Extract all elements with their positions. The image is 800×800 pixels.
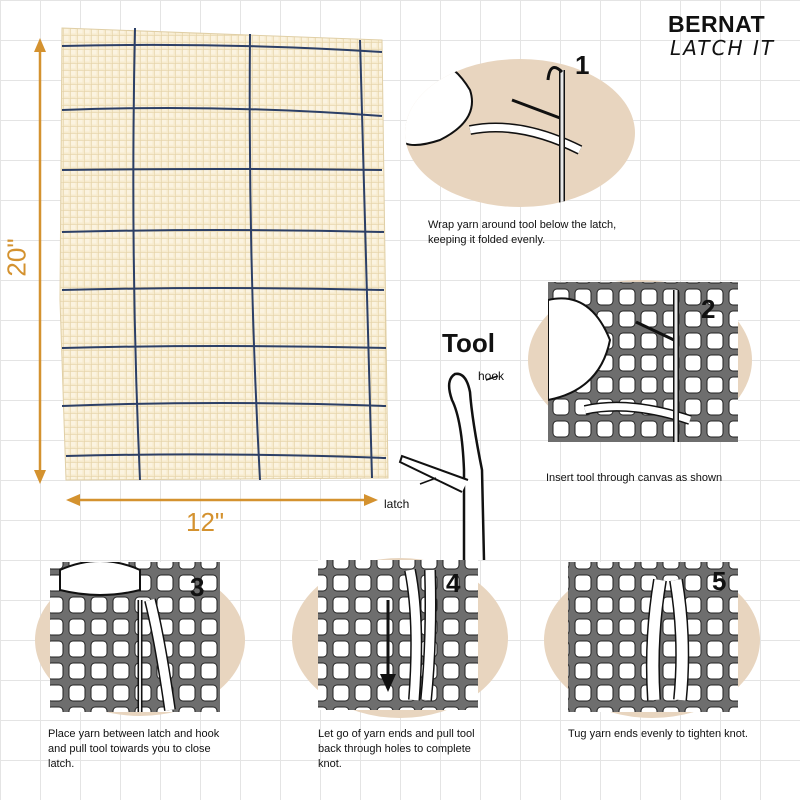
brand-name: BERNAT (668, 11, 766, 37)
latch-canvas-image (59, 27, 389, 481)
step-5-text: Tug yarn ends evenly to tighten knot. (568, 728, 748, 740)
step-4-illustration (292, 558, 508, 718)
tool-title: Tool (442, 328, 495, 358)
step-3-number: 3 (190, 572, 205, 602)
step-5-number: 5 (712, 566, 727, 596)
step-2-text: Insert tool through canvas as shown (546, 472, 723, 484)
step-5-illustration (544, 562, 760, 718)
step-1-number: 1 (575, 50, 590, 80)
step-3-text: Place yarn between latch and hook and pu… (48, 728, 220, 770)
height-label: 20" (1, 238, 32, 277)
width-dimension-arrow (66, 494, 378, 506)
step-3-illustration (35, 562, 245, 716)
hook-label: hook (478, 369, 505, 383)
step-4-number: 4 (446, 568, 461, 598)
canvas-stripes (61, 27, 387, 481)
brand-logo: BERNAT LATCH IT (668, 12, 792, 60)
step-4-text: Let go of yarn ends and pull tool back t… (318, 728, 475, 770)
tool-illustration (398, 372, 499, 561)
step-1-illustration (405, 59, 635, 207)
latch-label: latch (384, 497, 410, 511)
step-2-illustration (528, 280, 752, 442)
width-label: 12" (186, 507, 225, 537)
step-1-text: Wrap yarn around tool below the latch, k… (428, 219, 617, 246)
height-dimension-arrow (34, 38, 46, 484)
step-2-number: 2 (701, 294, 716, 324)
brand-subtitle: LATCH IT (670, 36, 776, 60)
